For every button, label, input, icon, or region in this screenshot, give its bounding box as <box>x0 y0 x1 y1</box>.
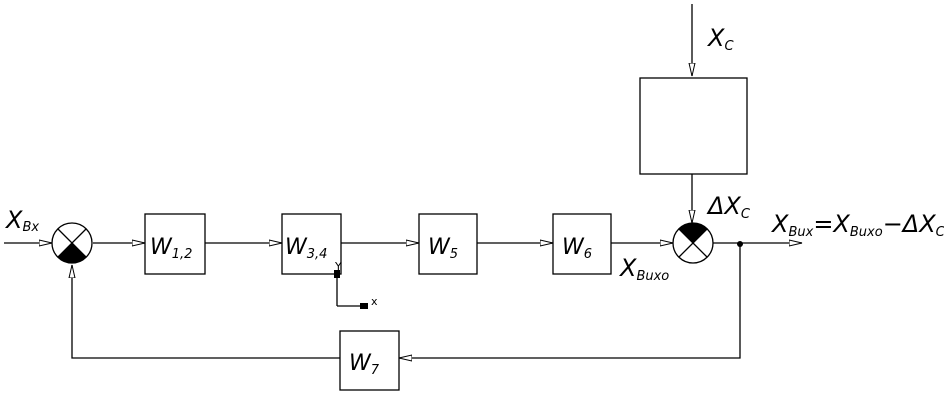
feedback-down <box>399 244 741 358</box>
input-label: XBx <box>4 206 39 235</box>
disturbance-label: XC <box>706 24 734 54</box>
block-w5: W5 <box>418 213 478 275</box>
delta-label: ΔXC <box>706 192 751 222</box>
junction-dot <box>737 241 743 247</box>
output-equation: XBux=XBuxo−ΔXC <box>770 210 944 240</box>
summing-junction-1 <box>51 222 93 264</box>
svg-text:W7: W7 <box>349 351 380 378</box>
block-w34: W3,4 <box>281 213 342 275</box>
svg-text:W6: W6 <box>562 235 592 262</box>
summing-junction-2 <box>672 222 714 264</box>
axis-x-label: x <box>371 295 378 308</box>
axis-y-label: Y <box>334 260 342 273</box>
svg-text:W3,4: W3,4 <box>285 235 327 262</box>
axis-glyph: Y x <box>334 260 378 309</box>
block-w7: W7 <box>339 330 400 391</box>
block-w6: W6 <box>552 213 612 275</box>
intermediate-label: XBuxo <box>618 254 669 284</box>
disturbance-block <box>639 77 748 175</box>
svg-text:W5: W5 <box>428 235 458 262</box>
feedback-return <box>72 265 340 359</box>
svg-text:W1,2: W1,2 <box>150 235 192 262</box>
block-w12: W1,2 <box>144 213 206 275</box>
